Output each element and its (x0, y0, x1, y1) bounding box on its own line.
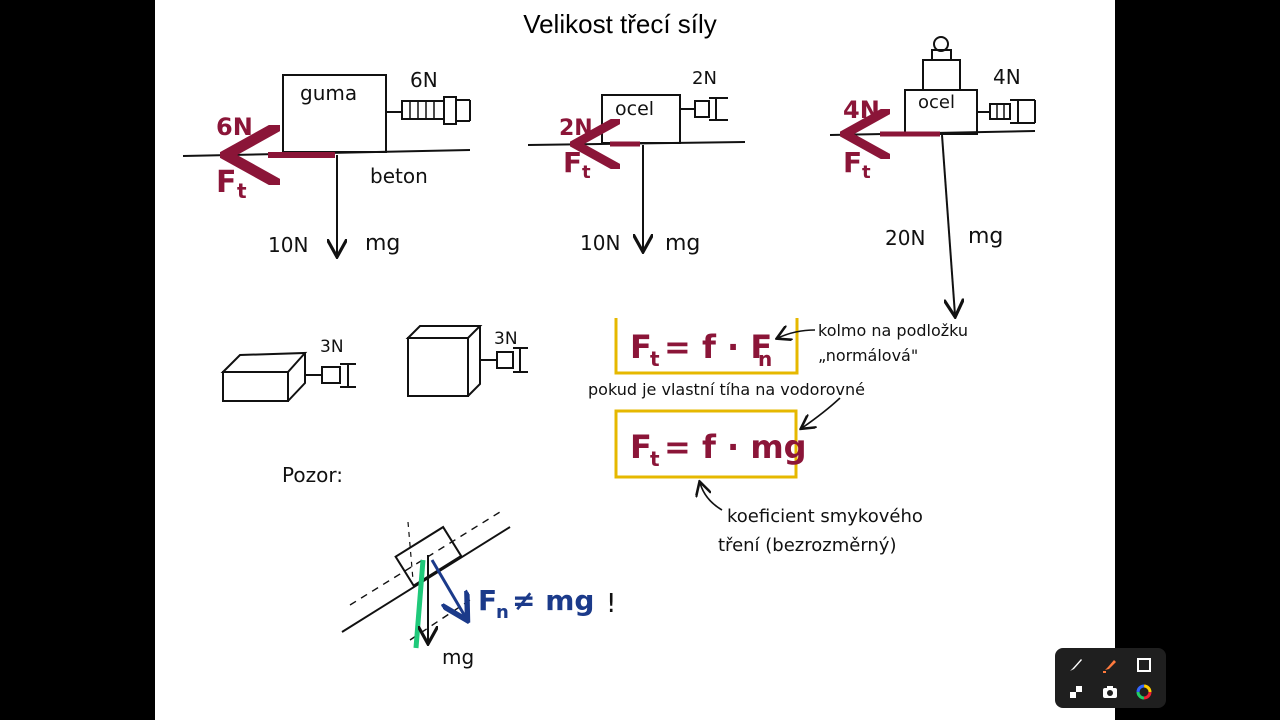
formula2-lhs-sub: t (650, 447, 660, 471)
weight-value-2: 10N (580, 231, 620, 255)
normal-symbol: F (478, 584, 497, 617)
weight-value-3: 20N (885, 226, 925, 250)
normal-force-arrow (430, 559, 466, 618)
weight-label-3: mg (968, 224, 1003, 249)
friction-symbol-2: F (563, 146, 582, 179)
square-icon[interactable] (1131, 652, 1157, 678)
whiteboard-page (155, 0, 1115, 720)
warning-label: Pozor: (282, 463, 343, 487)
block-label-steel-2: ocel (918, 92, 955, 113)
flat-box-force: 3N (320, 337, 344, 357)
weight-label-2: mg (665, 231, 700, 256)
coef-line1: koeficient smykového (727, 506, 923, 527)
formula1-lhs-sub: t (650, 347, 660, 371)
spring-force-2: 2N (692, 68, 717, 89)
weight-arrow-3 (941, 134, 955, 315)
exclamation: ! (606, 589, 616, 619)
friction-symbol-1: F (216, 165, 237, 200)
weight-label-1: mg (365, 231, 400, 256)
friction-value-1: 6N (216, 113, 253, 141)
diagram-steel-block-weighted: ocel 4N 4N F t 20N mg (829, 36, 1036, 315)
friction-subscript-2: t (582, 162, 591, 183)
normal-not-equal: ≠ mg (512, 584, 594, 617)
cube-force: 3N (494, 329, 518, 349)
flat-box-sketch: 3N (220, 337, 356, 402)
diagram-rubber-block: guma 6N 6N F t beton 10N mg (182, 68, 471, 257)
color-wheel-icon[interactable] (1131, 679, 1157, 705)
camera-icon[interactable] (1097, 679, 1123, 705)
block-label-rubber: guma (300, 81, 357, 105)
friction-symbol-3: F (843, 146, 862, 179)
coef-line2: tření (bezrozměrný) (718, 535, 896, 556)
friction-subscript-1: t (237, 179, 247, 203)
checker-icon[interactable] (1063, 679, 1089, 705)
formula-weight: F t = f · mg (614, 409, 807, 479)
formula1-rhs: = f · F (664, 328, 772, 366)
friction-value-3: 4N (843, 96, 880, 124)
formula1-note-line1: kolmo na podložku (818, 321, 968, 340)
block-label-steel-1: ocel (615, 98, 654, 120)
spring-scale-icon (680, 97, 728, 121)
spring-scale-icon (977, 99, 1036, 124)
incline-weight-label: mg (442, 645, 474, 669)
formula1-note-line2: „normálová" (818, 346, 918, 365)
formula-normal-force: F t = f · F n (614, 318, 799, 375)
weight-highlight (413, 559, 426, 649)
condition-text: pokud je vlastní tíha na vodorovné (588, 380, 865, 399)
formula1-lhs: F (630, 328, 652, 366)
weight-value-1: 10N (268, 233, 308, 257)
formula2-lhs: F (630, 428, 652, 466)
spring-force-3: 4N (993, 65, 1021, 89)
friction-subscript-3: t (862, 162, 871, 183)
annotation-toolbar (1055, 648, 1166, 708)
cube-sketch: 3N (405, 325, 528, 397)
formula2-rhs: = f · mg (664, 428, 807, 466)
normal-subscript: n (496, 602, 509, 623)
weight-icon (922, 36, 961, 91)
friction-value-2: 2N (559, 116, 593, 141)
incline-diagram: mg F n ≠ mg ! (341, 511, 616, 669)
formula1-rhs-sub: n (758, 347, 772, 371)
brush-icon[interactable] (1063, 652, 1089, 678)
surface-label-concrete: beton (370, 164, 428, 188)
highlighter-icon[interactable] (1097, 652, 1123, 678)
page-title: Velikost třecí síly (523, 9, 717, 39)
spring-scale-icon (386, 96, 471, 125)
spring-force-1: 6N (410, 68, 438, 92)
diagram-steel-block: ocel 2N 2N F t 10N mg (527, 68, 746, 256)
